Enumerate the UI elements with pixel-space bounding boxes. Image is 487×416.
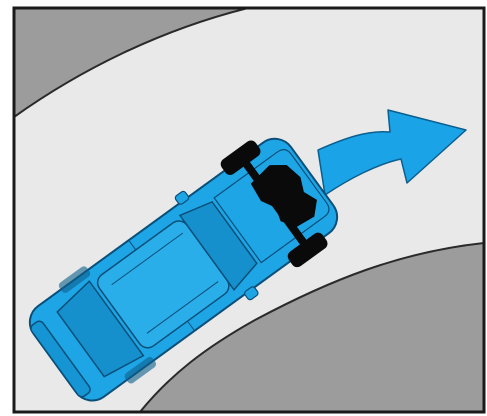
- illustration-frame: [14, 8, 484, 416]
